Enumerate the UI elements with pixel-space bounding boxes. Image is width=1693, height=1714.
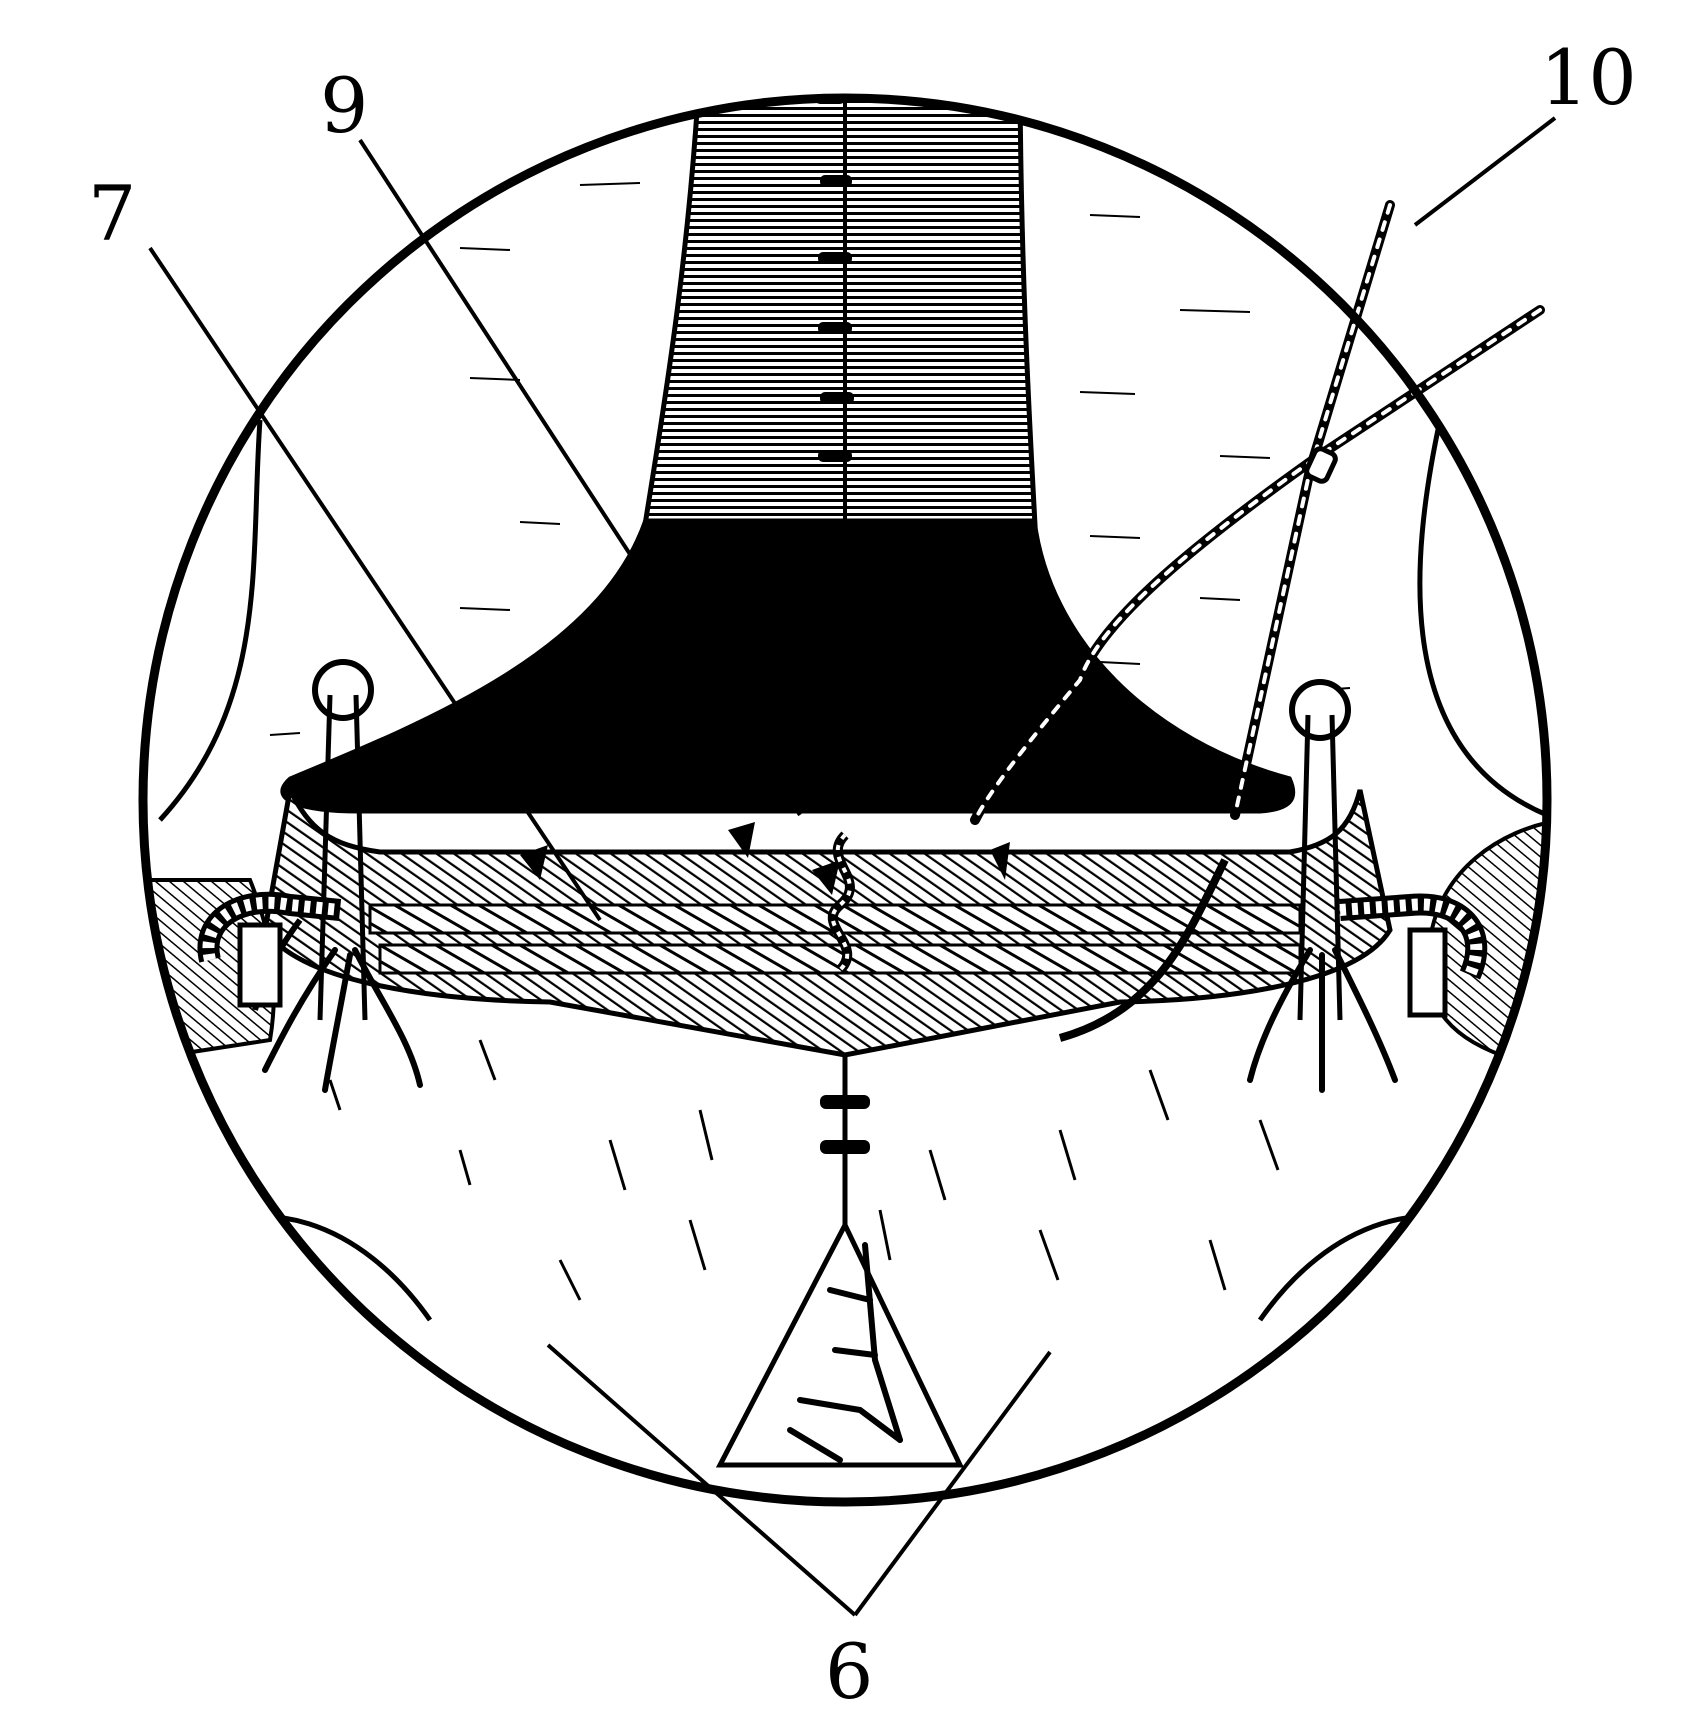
black-flare [280,518,1296,814]
right-bottom-arc [1257,1213,1512,1322]
suture-threads-10 [970,200,1545,825]
right-rope-coil [1339,893,1488,1018]
leader-7 [148,246,602,922]
leader-lines [148,116,1557,1617]
label-10: 10 [1540,33,1637,122]
leader-6-right [853,1350,1052,1617]
lower-suture-1 [820,1095,870,1109]
label-7: 7 [88,169,136,258]
label-9: 9 [320,61,368,150]
scene-inside-circle [143,98,1547,1468]
left-lateral-curve [158,419,263,822]
wedge-vessels [787,1242,903,1463]
leader-10 [1413,116,1557,227]
center-twist-highlight [830,833,852,972]
right-retractor [1247,679,1398,1093]
label-6: 6 [825,1627,873,1714]
left-rope-coil [197,891,342,1008]
band-marks [520,822,1010,895]
leader-6-left [546,1343,857,1617]
magnified-view-circle [138,93,1552,1507]
left-bottom-arc [178,1213,433,1322]
right-lateral-curve [1417,419,1547,823]
lower-tissue-strokes [328,1039,1280,1301]
suture-thread-lower [1058,858,1229,1042]
lower-wedge [715,1219,964,1468]
leader-9 [358,138,802,817]
lower-suture-2 [820,1140,870,1154]
